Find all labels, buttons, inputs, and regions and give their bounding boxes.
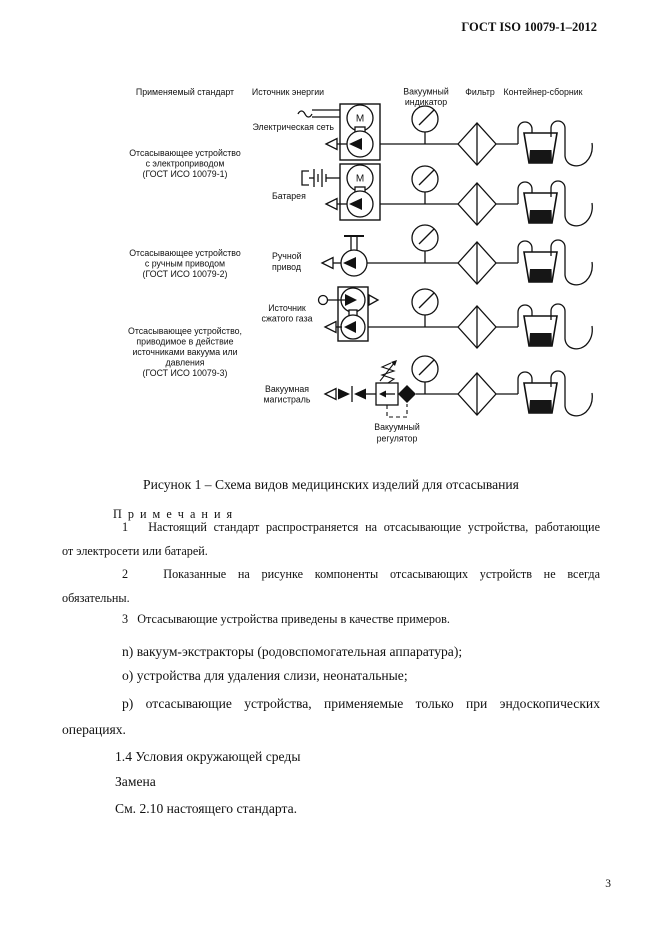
list-item-p: p) отсасывающие устройства, применяемые … bbox=[62, 691, 600, 743]
standard-label-electric: Отсасывающее устройство с электроприводо… bbox=[129, 148, 241, 179]
source-label-manual-2: привод bbox=[272, 262, 301, 272]
filter-icon bbox=[457, 182, 497, 226]
col-header-standard: Применяемый стандарт bbox=[136, 87, 234, 97]
vacuum-gauge-icon bbox=[411, 288, 439, 328]
source-label-battery: Батарея bbox=[272, 191, 306, 201]
svg-text:Отсасывающее устройство,: Отсасывающее устройство, bbox=[128, 326, 242, 336]
vacuum-gauge-icon bbox=[411, 355, 439, 395]
regulator-callout-line bbox=[386, 404, 408, 418]
source-label-gas: Источник bbox=[268, 303, 306, 313]
filter-icon bbox=[457, 241, 497, 285]
svg-text:приводимое в действие: приводимое в действие bbox=[136, 337, 233, 347]
exhaust-arrow-icon bbox=[368, 293, 380, 307]
battery-icon bbox=[301, 170, 309, 186]
list-item-n: n) вакуум-экстракторы (родовспомогательн… bbox=[122, 644, 463, 659]
note-line: от электросети или батарей. bbox=[62, 543, 208, 558]
source-label-vacuum-line-2: магистраль bbox=[264, 395, 311, 405]
note-line: 3 Отсасывающие устройства приведены в ка… bbox=[122, 612, 450, 626]
section-see-reference: См. 2.10 настоящего стандарта. bbox=[115, 801, 298, 816]
row-gas-powered: Источник сжатого газа bbox=[262, 286, 594, 350]
note-line: 2 Показанные на рисунке компоненты отсас… bbox=[122, 567, 600, 581]
row-vacuum-pipeline: Вакуумный регулятор Вакуумная магистраль bbox=[264, 355, 594, 444]
gas-inlet-icon bbox=[317, 294, 329, 306]
section-replace-label: Замена bbox=[115, 774, 156, 789]
col-header-vacuum-indicator: Вакуумный bbox=[403, 87, 449, 97]
source-label-gas-2: сжатого газа bbox=[262, 314, 313, 324]
col-header-filter: Фильтр bbox=[465, 87, 495, 97]
col-header-energy-source: Источник энергии bbox=[252, 87, 324, 97]
notes-heading: П р и м е ч а н и я bbox=[113, 507, 234, 522]
note-line: обязательны. bbox=[62, 590, 130, 605]
row-battery-powered: Батарея M bbox=[272, 163, 594, 227]
row-mains-powered: Электрическая сеть M bbox=[253, 103, 594, 167]
regulator-label-2: регулятор bbox=[377, 434, 418, 444]
collection-container-icon bbox=[517, 370, 594, 417]
motor-letter: M bbox=[356, 114, 364, 125]
collection-container-icon bbox=[517, 239, 594, 286]
list-item-line: p) отсасывающие устройства, применяемые … bbox=[122, 696, 600, 711]
collection-container-icon bbox=[517, 303, 594, 350]
svg-text:с ручным приводом: с ручным приводом bbox=[145, 259, 225, 269]
list-item-line: операциях. bbox=[62, 722, 126, 737]
filter-icon bbox=[457, 372, 497, 416]
document-code: ГОСТ ISO 10079-1–2012 bbox=[461, 20, 597, 34]
source-label-vacuum-line: Вакуумная bbox=[265, 384, 309, 394]
regulator-label: Вакуумный bbox=[374, 422, 420, 432]
motor-pump-icon bbox=[325, 163, 381, 221]
note-1: 1 Настоящий стандарт распространяется на… bbox=[62, 516, 600, 563]
svg-text:Отсасывающее устройство: Отсасывающее устройство bbox=[129, 248, 241, 258]
figure-1-diagram: Применяемый стандарт Источник энергии Ва… bbox=[128, 87, 594, 444]
filter-icon bbox=[457, 305, 497, 349]
secondary-filter-icon bbox=[398, 385, 416, 403]
svg-text:(ГОСТ ИСО 10079-3): (ГОСТ ИСО 10079-3) bbox=[143, 368, 228, 378]
svg-text:с электроприводом: с электроприводом bbox=[146, 159, 225, 169]
collection-container-icon bbox=[517, 180, 594, 227]
row-manual-drive: Ручной привод bbox=[272, 224, 594, 286]
col-header-vacuum-indicator-2: индикатор bbox=[405, 97, 447, 107]
svg-text:источниками вакуума или: источниками вакуума или bbox=[132, 347, 237, 357]
figure-caption: Рисунок 1 – Схема видов медицинских изде… bbox=[143, 476, 519, 492]
vacuum-gauge-icon bbox=[411, 105, 439, 145]
svg-text:Отсасывающее устройство: Отсасывающее устройство bbox=[129, 148, 241, 158]
svg-text:(ГОСТ ИСО 10079-2): (ГОСТ ИСО 10079-2) bbox=[143, 269, 228, 279]
source-label-mains: Электрическая сеть bbox=[253, 122, 335, 132]
note-line: 1 Настоящий стандарт распространяется на… bbox=[122, 520, 600, 534]
vacuum-gauge-icon bbox=[411, 165, 439, 205]
motor-letter: M bbox=[356, 174, 364, 185]
col-header-container: Контейнер-сборник bbox=[503, 87, 582, 97]
source-label-manual: Ручной bbox=[272, 251, 302, 261]
page-number: 3 bbox=[605, 878, 611, 890]
vacuum-gauge-icon bbox=[411, 224, 439, 264]
motor-pump-icon bbox=[325, 103, 381, 161]
svg-text:давления: давления bbox=[165, 358, 204, 368]
filter-icon bbox=[457, 122, 497, 166]
standard-label-pressure: Отсасывающее устройство, приводимое в де… bbox=[128, 326, 242, 378]
standard-label-manual: Отсасывающее устройство с ручным приводо… bbox=[129, 248, 241, 279]
ac-supply-icon bbox=[297, 110, 313, 118]
spring-adjuster-icon bbox=[380, 362, 396, 384]
diagram-column-headers: Применяемый стандарт Источник энергии Ва… bbox=[136, 87, 583, 108]
note-2: 2 Показанные на рисунке компоненты отсас… bbox=[62, 563, 600, 610]
list-item-o: o) устройства для удаления слизи, неонат… bbox=[122, 668, 408, 683]
collection-container-icon bbox=[517, 120, 594, 167]
check-valve-icon bbox=[338, 388, 350, 400]
note-3: 3 Отсасывающие устройства приведены в ка… bbox=[62, 608, 600, 632]
section-heading: 1.4 Условия окружающей среды bbox=[115, 749, 301, 764]
svg-text:(ГОСТ ИСО 10079-1): (ГОСТ ИСО 10079-1) bbox=[143, 169, 228, 179]
